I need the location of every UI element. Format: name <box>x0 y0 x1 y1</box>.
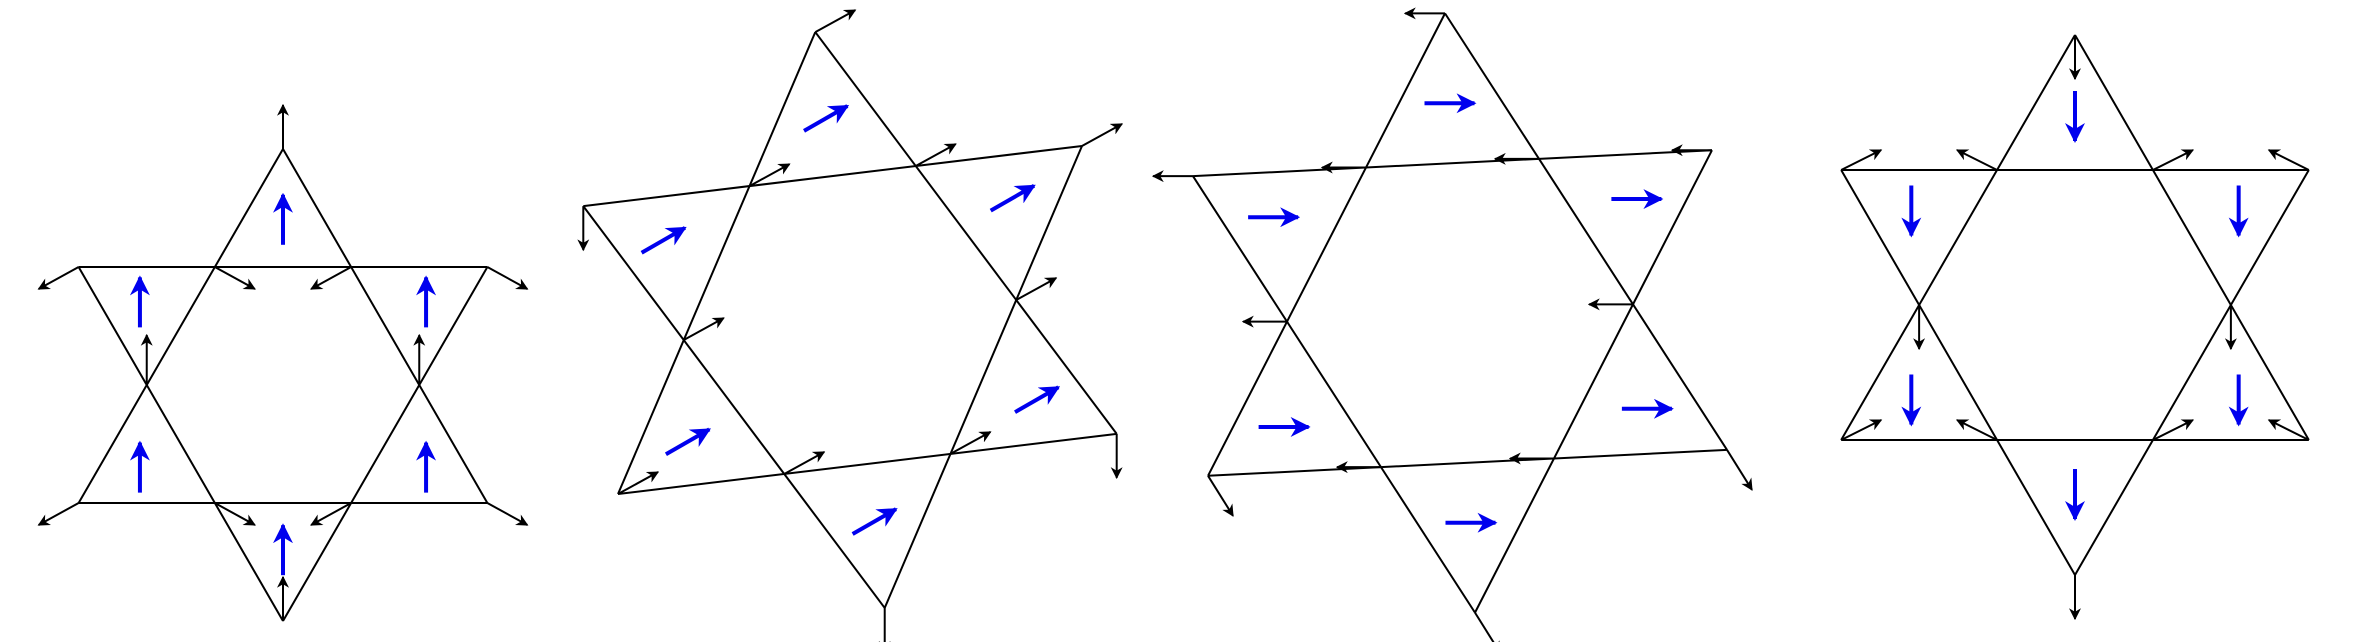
panel-3 <box>1151 7 1753 642</box>
force-arrow <box>37 266 80 290</box>
triangle-edge <box>1444 12 1728 451</box>
force-arrow <box>486 266 529 290</box>
panels-layer <box>37 7 2310 642</box>
spin-arrow-blue <box>803 104 850 133</box>
force-arrow <box>1840 149 1883 171</box>
force-arrow <box>1955 149 1998 171</box>
triangle-edge <box>1192 149 1713 178</box>
force-arrow <box>1840 419 1883 441</box>
triangle-edge <box>282 148 489 504</box>
triangle-edge <box>1207 448 1728 477</box>
force-arrow <box>1207 475 1234 517</box>
force-arrow <box>1955 419 1998 441</box>
force-arrow <box>2152 419 2195 441</box>
triangle-edge <box>617 31 817 495</box>
force-arrow <box>214 502 256 526</box>
force-arrow <box>617 471 660 495</box>
triangle-edge <box>814 31 1118 435</box>
panel-1 <box>37 103 529 622</box>
force-arrow <box>1015 277 1058 301</box>
triangle-edge <box>617 432 1117 496</box>
triangle-edge <box>77 148 284 504</box>
panel-2 <box>577 9 1124 642</box>
triangle-edge <box>282 266 489 622</box>
panel-4 <box>1840 34 2310 621</box>
triangle-edge <box>883 145 1083 609</box>
force-arrow <box>915 143 957 167</box>
triangle-edge <box>1207 12 1446 477</box>
triangle-edge <box>583 144 1083 208</box>
force-arrow <box>214 266 256 290</box>
spin-arrow-blue <box>1014 385 1061 414</box>
triangle-edge <box>2074 169 2310 576</box>
spin-arrow-blue <box>989 183 1036 213</box>
force-arrow <box>2152 149 2195 171</box>
triangle-edge <box>582 205 886 609</box>
force-arrow <box>749 163 791 187</box>
triangle-edge <box>2074 34 2310 441</box>
force-arrow <box>486 502 529 526</box>
triangle-edge <box>77 266 284 622</box>
force-arrow <box>1726 449 1753 491</box>
force-arrow <box>2267 149 2310 171</box>
triangle-edge <box>1840 169 2076 576</box>
force-arrow <box>2267 419 2310 441</box>
triangle-edge <box>1840 34 2076 441</box>
force-arrow <box>310 266 352 290</box>
force-arrow <box>1474 612 1501 642</box>
force-arrow <box>949 431 992 455</box>
force-arrow <box>310 502 352 526</box>
force-arrow <box>37 502 80 526</box>
spin-arrow-blue <box>851 507 898 536</box>
force-arrow <box>814 9 857 33</box>
force-arrow <box>1081 123 1124 147</box>
force-arrow <box>783 451 826 475</box>
spin-arrow-blue <box>664 427 712 457</box>
triangle-edge <box>1474 149 1713 614</box>
triangle-edge <box>1192 175 1476 614</box>
force-arrow <box>683 317 725 341</box>
spin-arrow-blue <box>640 226 687 255</box>
